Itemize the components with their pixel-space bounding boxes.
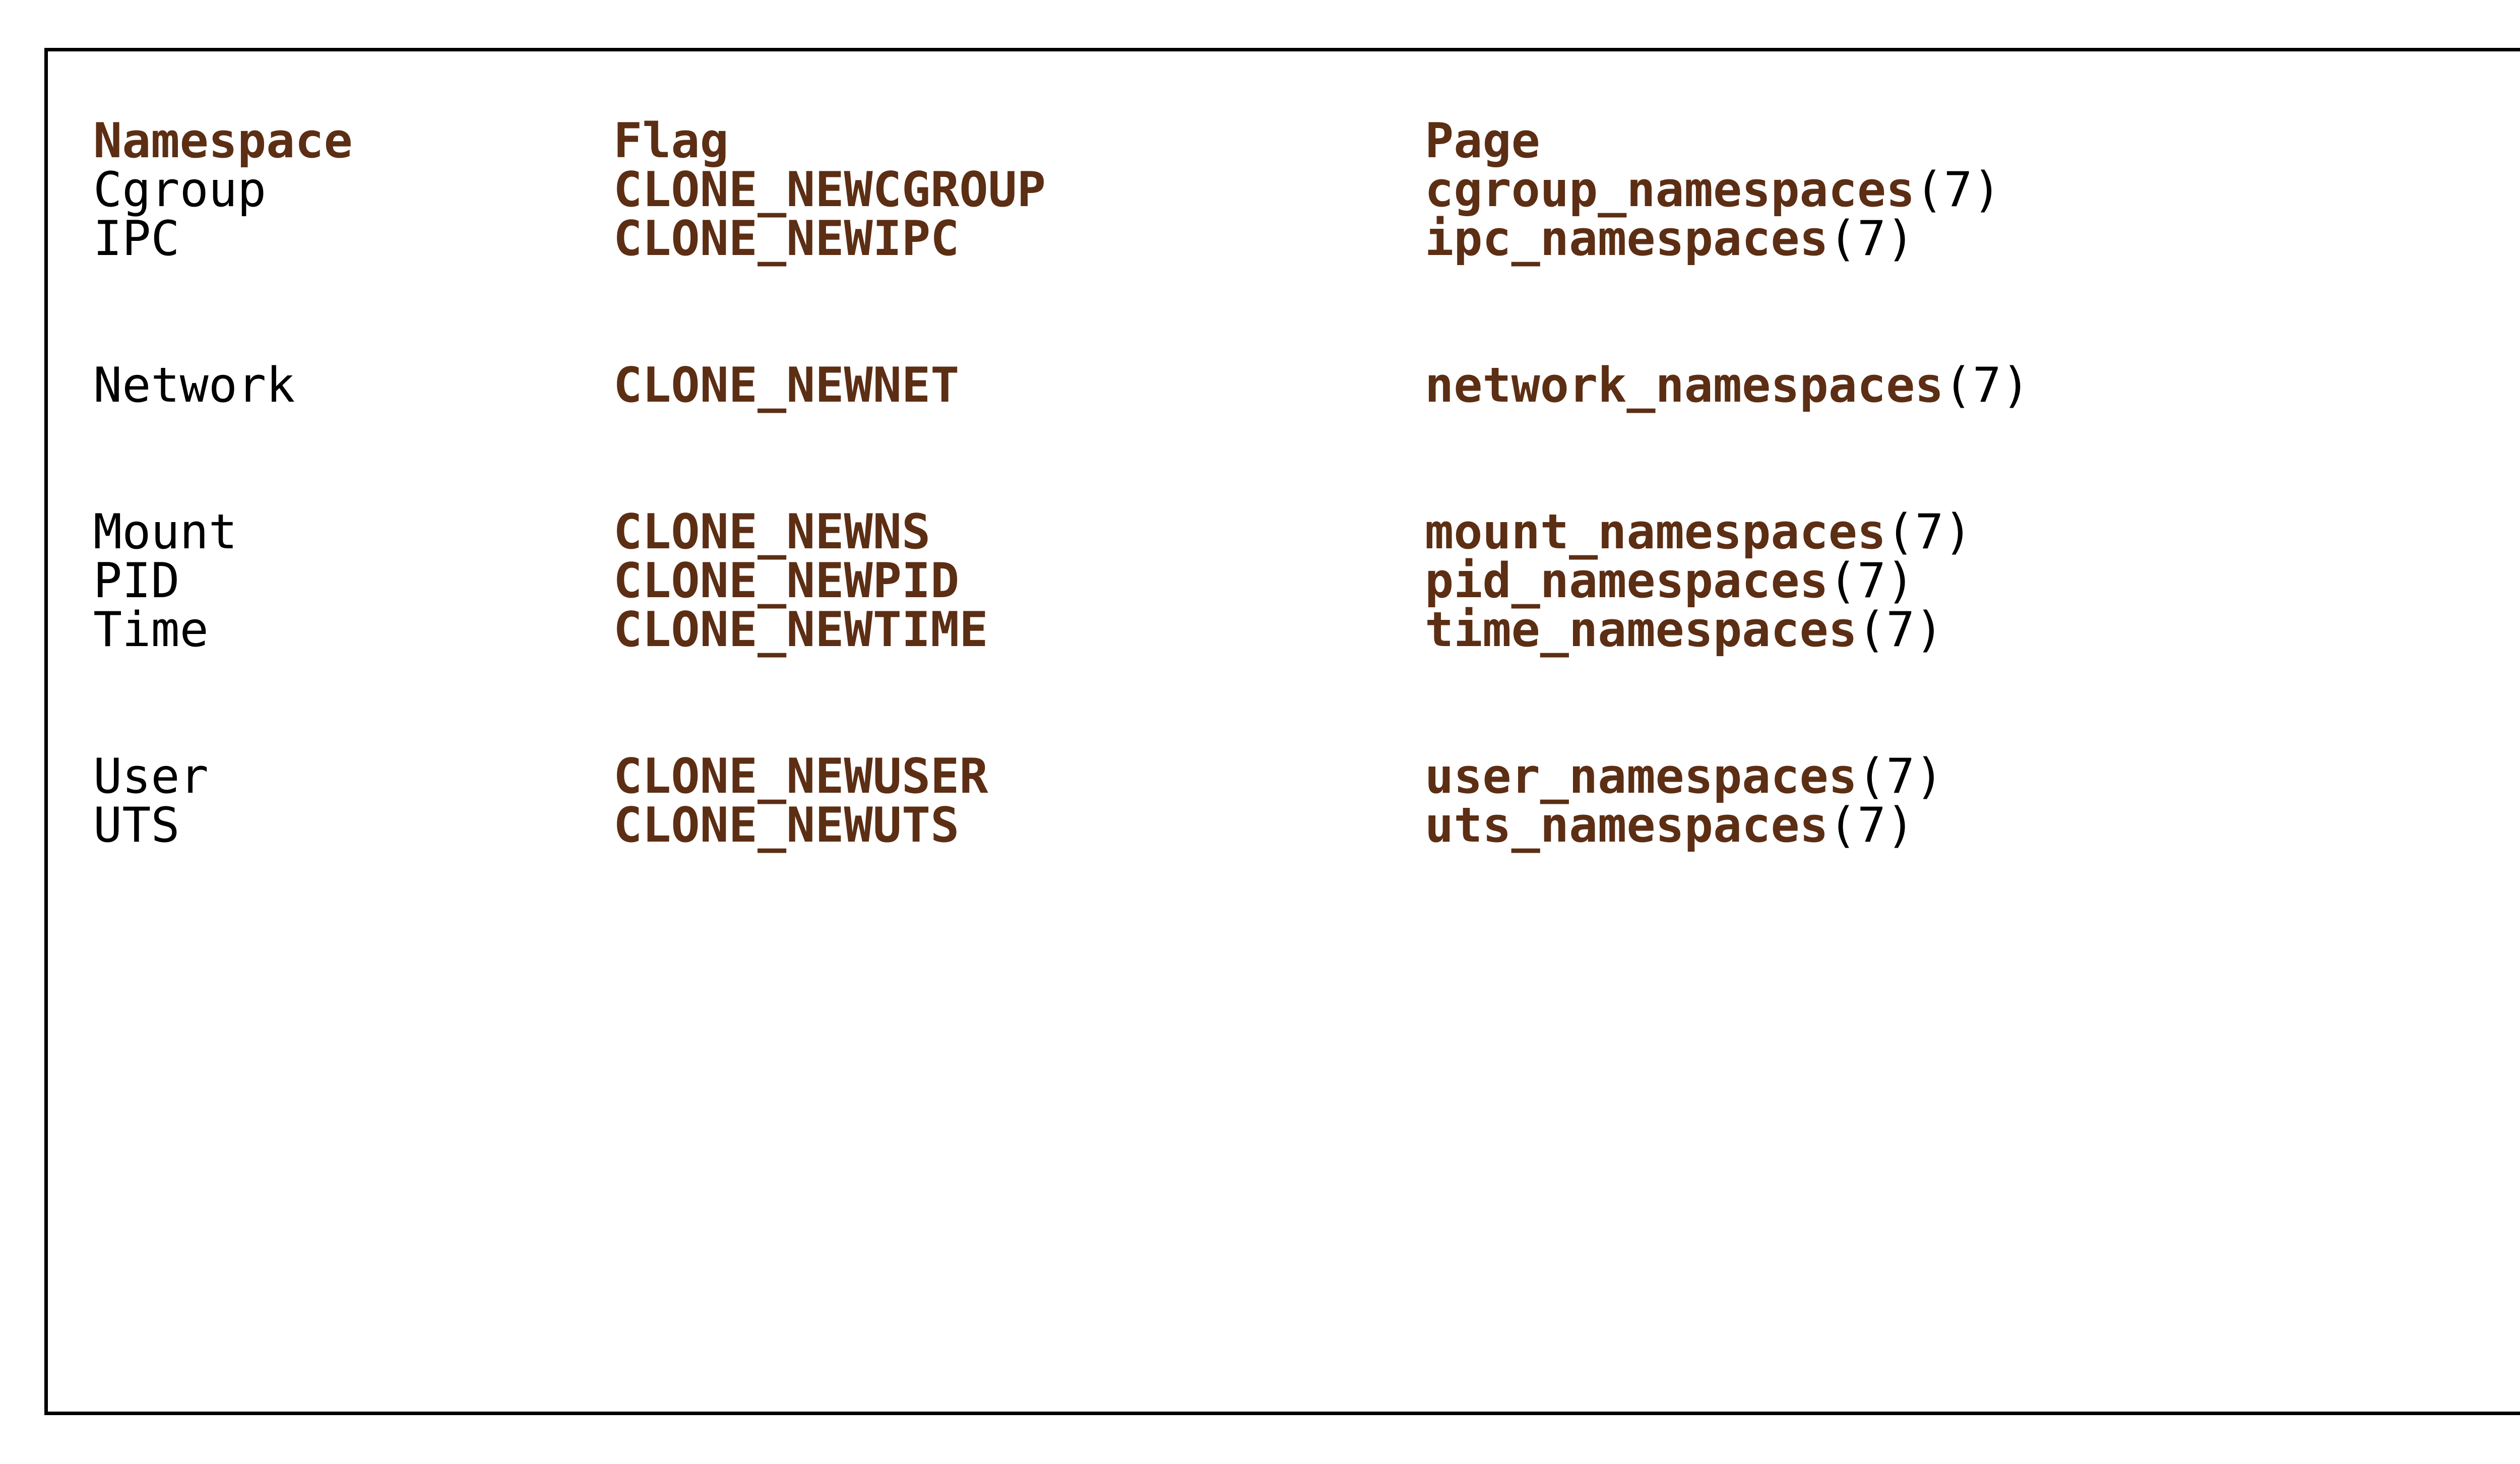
- row-spacer: [93, 704, 2520, 752]
- table-row: IPC CLONE_NEWIPC ipc_namespaces(7) Syste…: [93, 215, 2520, 264]
- cell-namespace: Network: [93, 358, 295, 413]
- cell-namespace: User: [93, 749, 209, 804]
- cell-namespace: UTS: [93, 798, 180, 853]
- table-row: Time CLONE_NEWTIME time_namespaces(7) Bo…: [93, 606, 2520, 655]
- cell-page-name: pid_namespaces: [1425, 553, 1829, 609]
- cell-page-section: (7): [1857, 749, 1944, 804]
- table-row: User CLONE_NEWUSER user_namespaces(7) Us…: [93, 752, 2520, 801]
- cell-flag: CLONE_NEWNET: [613, 358, 960, 413]
- table-row: Cgroup CLONE_NEWCGROUP cgroup_namespaces…: [93, 166, 2520, 215]
- cell-page-section: (7): [1828, 211, 1915, 267]
- cell-page-name: network_namespaces: [1425, 358, 1944, 413]
- cell-page: ipc_namespaces(7): [1425, 215, 1915, 264]
- cell-namespace: PID: [93, 553, 180, 609]
- cell-page: user_namespaces(7): [1425, 752, 1944, 801]
- column-header-page: Page: [1425, 113, 1540, 169]
- cell-flag: CLONE_NEWUSER: [613, 749, 988, 804]
- cell-flag: CLONE_NEWCGROUP: [613, 162, 1046, 218]
- table-row: Mount CLONE_NEWNS mount_namespaces(7) Mo…: [93, 508, 2520, 557]
- table-row-continuation: clocks: [93, 655, 2520, 704]
- cell-namespace: Mount: [93, 504, 237, 560]
- cell-page-name: time_namespaces: [1425, 602, 1857, 658]
- row-spacer: [93, 312, 2520, 361]
- cell-page-section: (7): [1915, 162, 2001, 218]
- row-spacer: [93, 459, 2520, 508]
- cell-page-name: uts_namespaces: [1425, 798, 1829, 853]
- table-row: UTS CLONE_NEWUTS uts_namespaces(7) Hostn…: [93, 801, 2520, 850]
- cell-page-section: (7): [1828, 798, 1915, 853]
- cell-flag: CLONE_NEWIPC: [613, 211, 960, 267]
- cell-page-name: cgroup_namespaces: [1425, 162, 1915, 218]
- cell-namespace: IPC: [93, 211, 180, 267]
- cell-page-name: mount_namespaces: [1425, 504, 1886, 560]
- cell-page: uts_namespaces(7): [1425, 801, 1915, 850]
- table-row-continuation: POSIX message queues: [93, 264, 2520, 312]
- cell-page: pid_namespaces(7): [1425, 557, 1915, 606]
- cell-page-name: user_namespaces: [1425, 749, 1857, 804]
- table-border-box: Namespace Flag Page Isolates Cgroup CLON…: [44, 48, 2520, 1415]
- cell-page-section: (7): [1828, 553, 1915, 609]
- column-header-flag: Flag: [613, 113, 729, 169]
- cell-namespace: Time: [93, 602, 209, 658]
- cell-page: network_namespaces(7): [1425, 361, 2030, 410]
- column-header-namespace: Namespace: [93, 113, 353, 169]
- cell-flag: CLONE_NEWUTS: [613, 798, 960, 853]
- cell-page: time_namespaces(7): [1425, 606, 1944, 655]
- cell-page: cgroup_namespaces(7): [1425, 166, 2001, 215]
- cell-page-section: (7): [1943, 358, 2031, 413]
- table-header-row: Namespace Flag Page Isolates: [93, 117, 2520, 166]
- table-row: PID CLONE_NEWPID pid_namespaces(7) Proce…: [93, 557, 2520, 606]
- cell-page: mount_namespaces(7): [1425, 508, 1973, 557]
- cell-page-name: ipc_namespaces: [1425, 211, 1829, 267]
- table-row: Network CLONE_NEWNET network_namespaces(…: [93, 361, 2520, 410]
- cell-flag: CLONE_NEWPID: [613, 553, 960, 609]
- cell-flag: CLONE_NEWTIME: [613, 602, 988, 658]
- table-row-continuation: stacks, ports, etc.: [93, 410, 2520, 459]
- cell-page-section: (7): [1886, 504, 1973, 560]
- cell-flag: CLONE_NEWNS: [613, 504, 931, 560]
- namespaces-table: Namespace Flag Page Isolates Cgroup CLON…: [93, 117, 2520, 899]
- table-row-continuation: domain name: [93, 850, 2520, 899]
- cell-page-section: (7): [1857, 602, 1944, 658]
- cell-namespace: Cgroup: [93, 162, 267, 218]
